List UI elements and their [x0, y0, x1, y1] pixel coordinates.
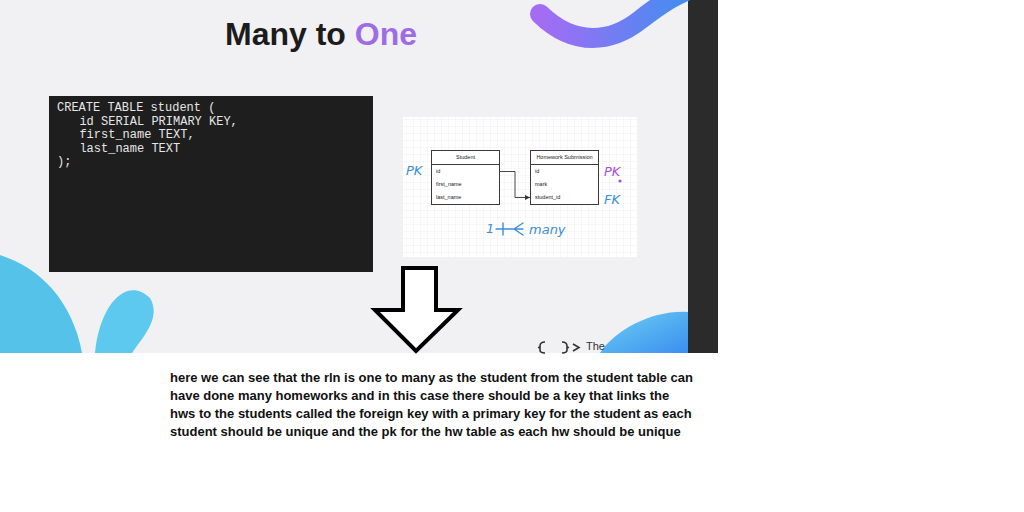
handwritten-note: PK: [406, 163, 422, 178]
cardinality-note: 1: [486, 221, 494, 236]
dark-strip: [688, 0, 718, 353]
title-word: [307, 16, 316, 52]
column-name: student_id: [531, 191, 598, 204]
table-name: Student: [432, 151, 499, 165]
title-word: Many: [225, 16, 307, 52]
crows-foot-symbol: [496, 223, 523, 235]
slide-background: [0, 0, 688, 353]
code-line: last_name TEXT: [57, 143, 365, 157]
column-name: id: [531, 165, 598, 178]
table-box: Homework Submissionidmarkstudent_id: [530, 150, 599, 205]
column-name: id: [432, 165, 499, 178]
grid-paper: [403, 117, 637, 257]
column-name: last_name: [432, 191, 499, 204]
handwritten-note: PK: [604, 164, 620, 179]
title-word: One: [355, 16, 417, 52]
code-line: CREATE TABLE student (: [57, 102, 365, 116]
ink-dot: [618, 179, 621, 182]
cardinality-note: many: [529, 222, 566, 237]
explanation-note: here we can see that the rln is one to m…: [170, 369, 695, 441]
handwritten-note: FK: [604, 192, 620, 207]
code-icon: [539, 342, 580, 353]
blob-decoration: [95, 290, 154, 353]
title-word: [346, 16, 355, 52]
column-name: mark: [531, 178, 598, 191]
diagram-panel: [403, 117, 637, 257]
code-block: CREATE TABLE student (id SERIAL PRIMARY …: [49, 96, 373, 272]
blob-decoration: [600, 312, 688, 353]
slide-title: Many to One: [225, 14, 417, 54]
footer-text: The: [586, 340, 605, 353]
title-word: to: [316, 16, 346, 52]
code-line: );: [57, 156, 365, 170]
code-line: first_name TEXT,: [57, 129, 365, 143]
wave-decoration: [540, 0, 692, 38]
table-name: Homework Submission: [531, 151, 598, 165]
down-arrow: [375, 268, 458, 351]
code-line: id SERIAL PRIMARY KEY,: [57, 116, 365, 130]
column-name: first_name: [432, 178, 499, 191]
table-box: Studentidfirst_namelast_name: [431, 150, 500, 205]
relation-line: [500, 172, 530, 198]
